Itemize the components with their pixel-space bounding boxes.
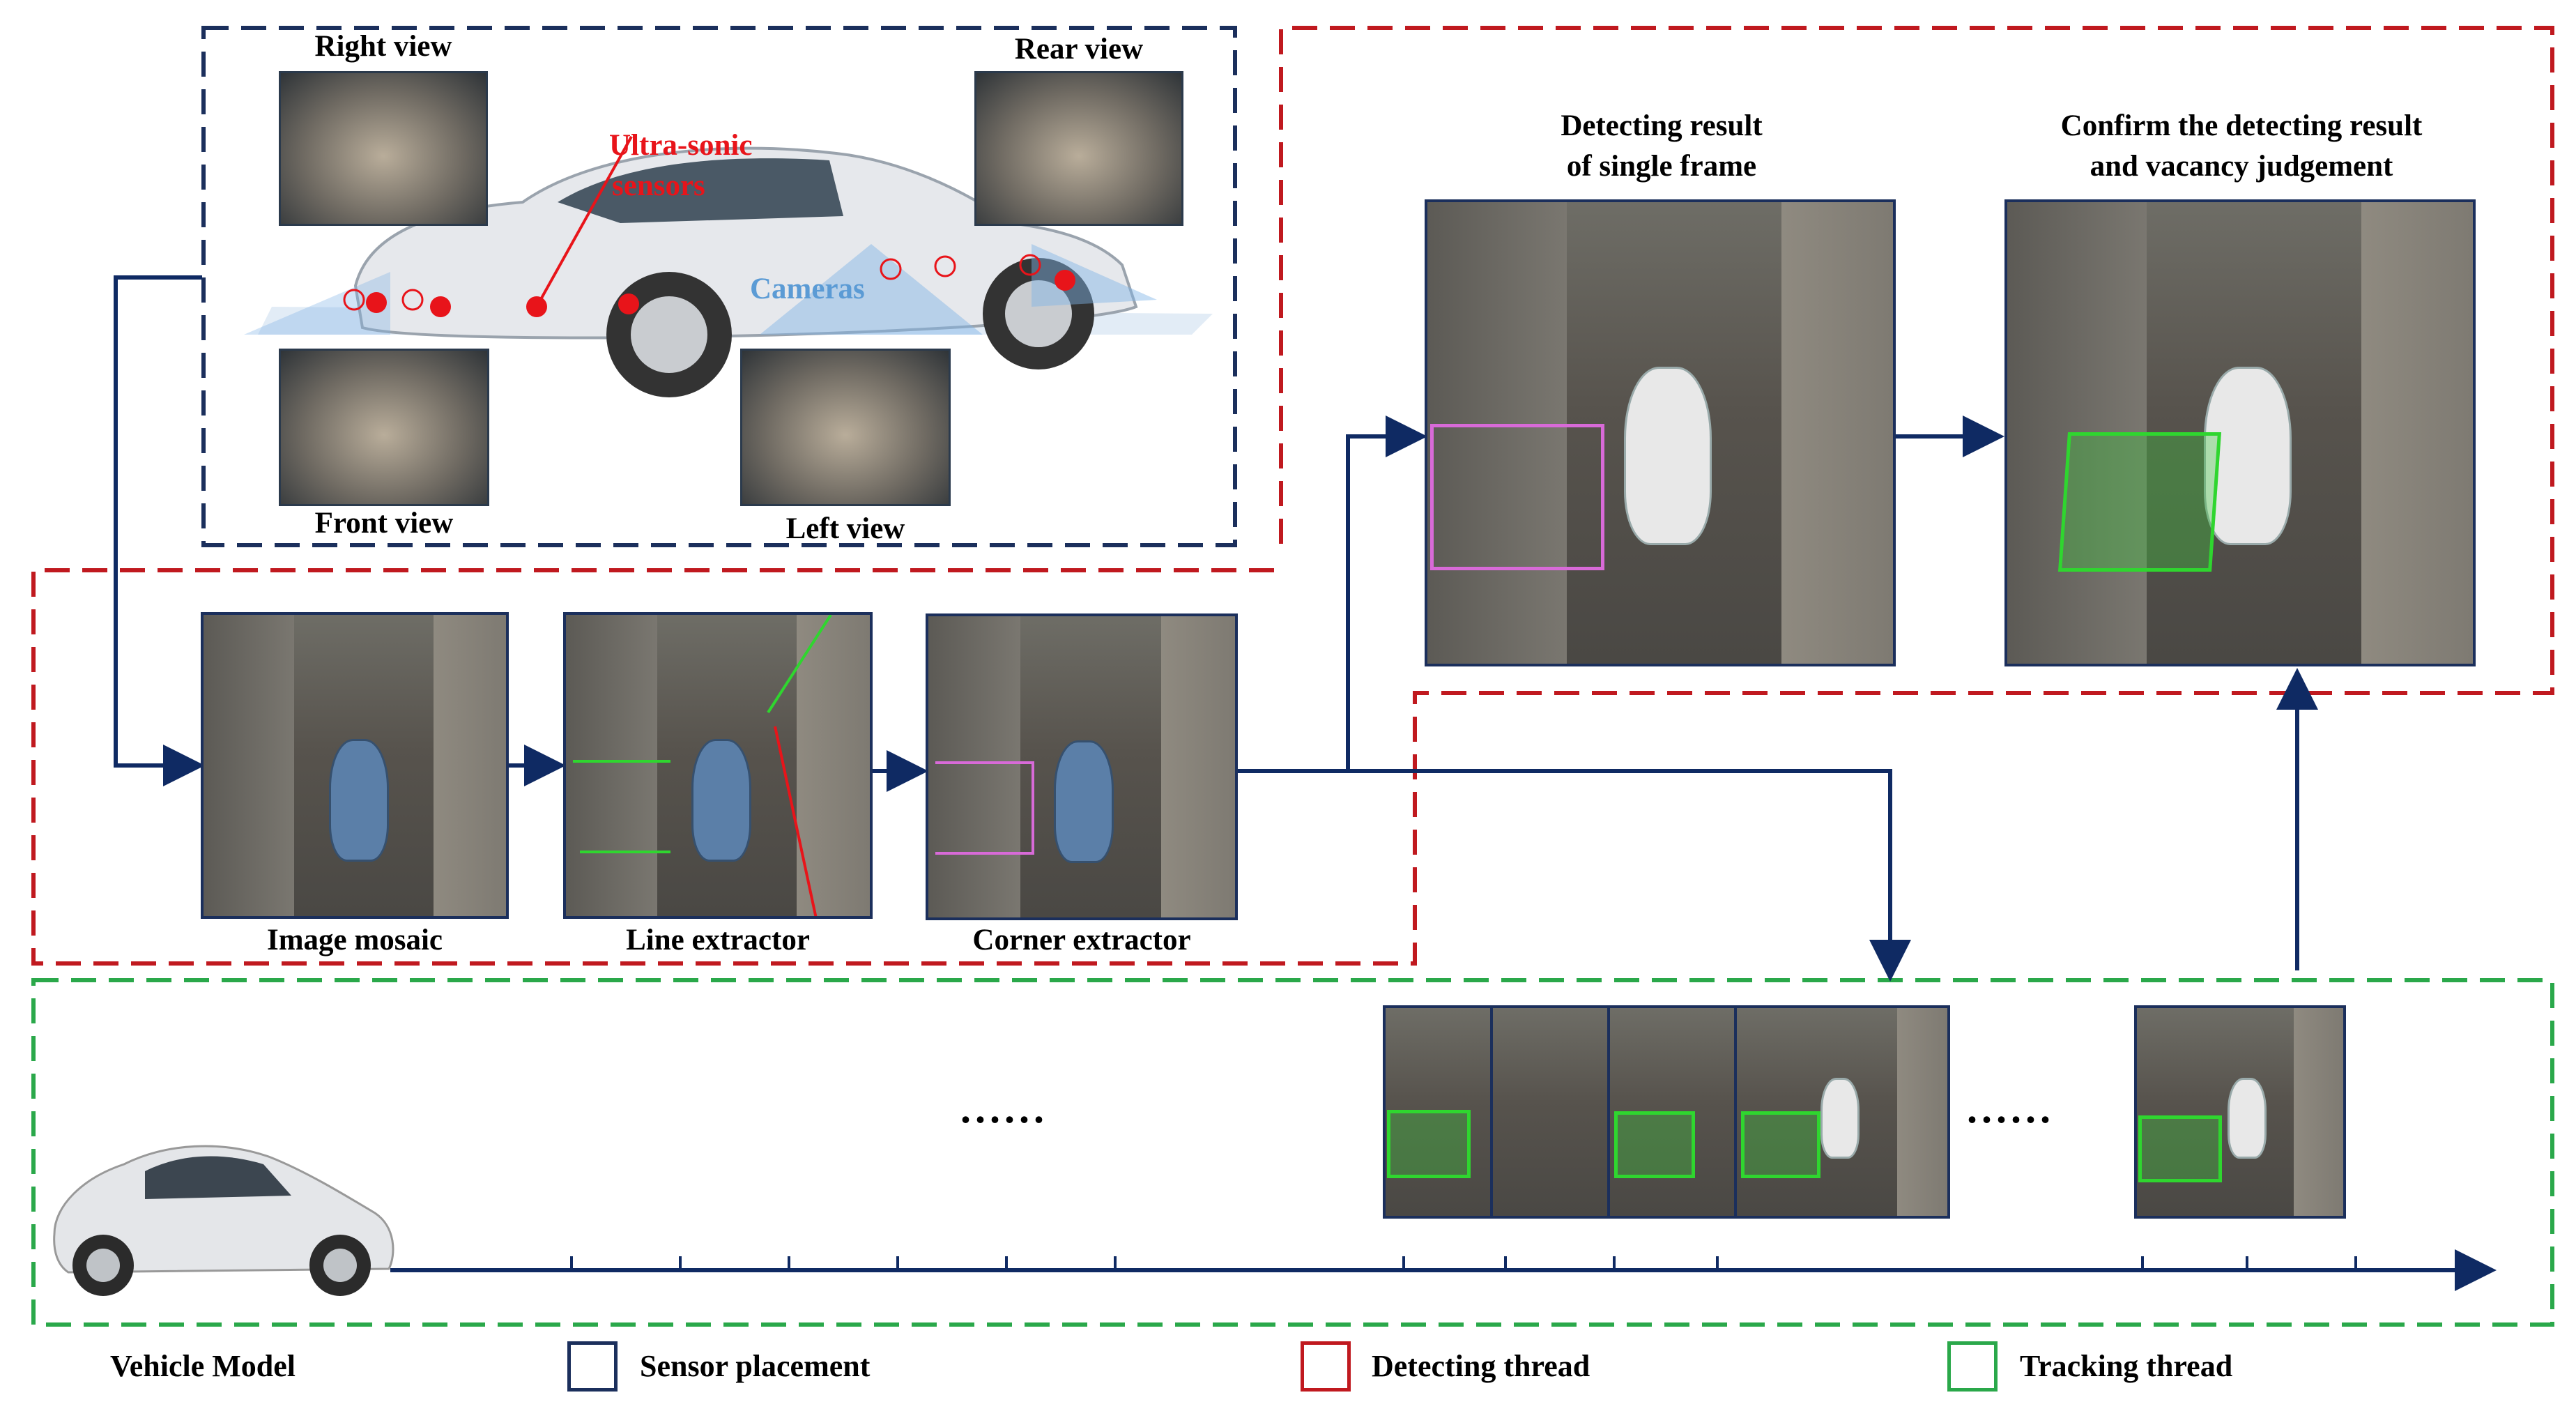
- line-extractor-image: [563, 612, 873, 919]
- legend-sensor-placement: Sensor placement: [640, 1349, 871, 1383]
- single-frame-result-image: [1425, 199, 1896, 666]
- image-mosaic-image: [201, 612, 509, 919]
- timeline-tick: [896, 1256, 899, 1270]
- front-view-label: Front view: [314, 507, 454, 540]
- timeline-tick: [1402, 1256, 1405, 1270]
- timeline-tick: [1005, 1256, 1008, 1270]
- timeline-tick: [570, 1256, 573, 1270]
- left-view-label: Left view: [785, 512, 905, 545]
- ultrasonic-label-line1: Ultra-sonic: [609, 129, 753, 162]
- confirm-title-line1: Confirm the detecting result: [2060, 109, 2423, 142]
- line-extractor-label: Line extractor: [626, 924, 810, 956]
- sensor-dot: [366, 292, 387, 313]
- corner-extractor-image: [926, 613, 1238, 920]
- confirm-title-line2: and vacancy judgement: [2090, 150, 2393, 183]
- cameras-label: Cameras: [750, 273, 865, 305]
- timeline-tick: [2141, 1256, 2144, 1270]
- rear-view-image: [974, 71, 1183, 226]
- corner-extractor-label: Corner extractor: [972, 924, 1191, 956]
- timeline-tick: [2246, 1256, 2248, 1270]
- vehicle-model-illustration: [40, 1129, 403, 1297]
- legend-tracking-thread: Tracking thread: [2020, 1349, 2233, 1383]
- right-view-label: Right view: [314, 30, 452, 63]
- tracking-region: [31, 978, 2554, 1327]
- arrow-corner-to-detect: [1238, 416, 1427, 773]
- image-mosaic-label: Image mosaic: [267, 924, 443, 956]
- timeline-tick: [1504, 1256, 1507, 1270]
- tracking-ellipsis-right: ......: [1967, 1085, 2055, 1131]
- timeline-tick: [788, 1256, 790, 1270]
- timeline-tick: [2354, 1256, 2357, 1270]
- sensor-dot: [430, 296, 451, 317]
- sensor-dot: [618, 293, 639, 314]
- legend-tracking-swatch: [1947, 1341, 1998, 1392]
- arrow-sensor-to-mosaic: [114, 275, 205, 786]
- sensor-dot: [526, 296, 547, 317]
- confirmed-result-image: [2004, 199, 2476, 666]
- timeline-tick: [2464, 1256, 2467, 1270]
- single-frame-title-line2: of single frame: [1566, 150, 1757, 183]
- tracking-frame-last: [2134, 1005, 2346, 1219]
- tracking-frame: [1734, 1005, 1950, 1219]
- legend-detecting-thread: Detecting thread: [1372, 1349, 1590, 1383]
- rear-view-label: Rear view: [1014, 33, 1144, 66]
- legend-detecting-swatch: [1301, 1341, 1351, 1392]
- legend-vehicle-model: Vehicle Model: [110, 1349, 296, 1383]
- ultrasonic-label-line2: sensors: [612, 169, 705, 202]
- timeline-tick: [679, 1256, 682, 1270]
- single-frame-title-line1: Detecting result: [1561, 109, 1763, 142]
- front-view-image: [279, 349, 489, 506]
- legend-sensor-swatch: [567, 1341, 618, 1392]
- arrow-corner-to-tracking: [1348, 769, 1911, 982]
- timeline-tick: [1114, 1256, 1117, 1270]
- sensor-placement-region: [201, 26, 1237, 547]
- timeline-tick: [1613, 1256, 1616, 1270]
- timeline-tick: [1716, 1256, 1719, 1270]
- sensor-dot: [1055, 270, 1075, 291]
- right-view-image: [279, 71, 488, 226]
- detecting-region-upper: [31, 26, 2554, 966]
- tracking-ellipsis-left: ......: [960, 1085, 1048, 1131]
- left-view-image: [740, 349, 951, 506]
